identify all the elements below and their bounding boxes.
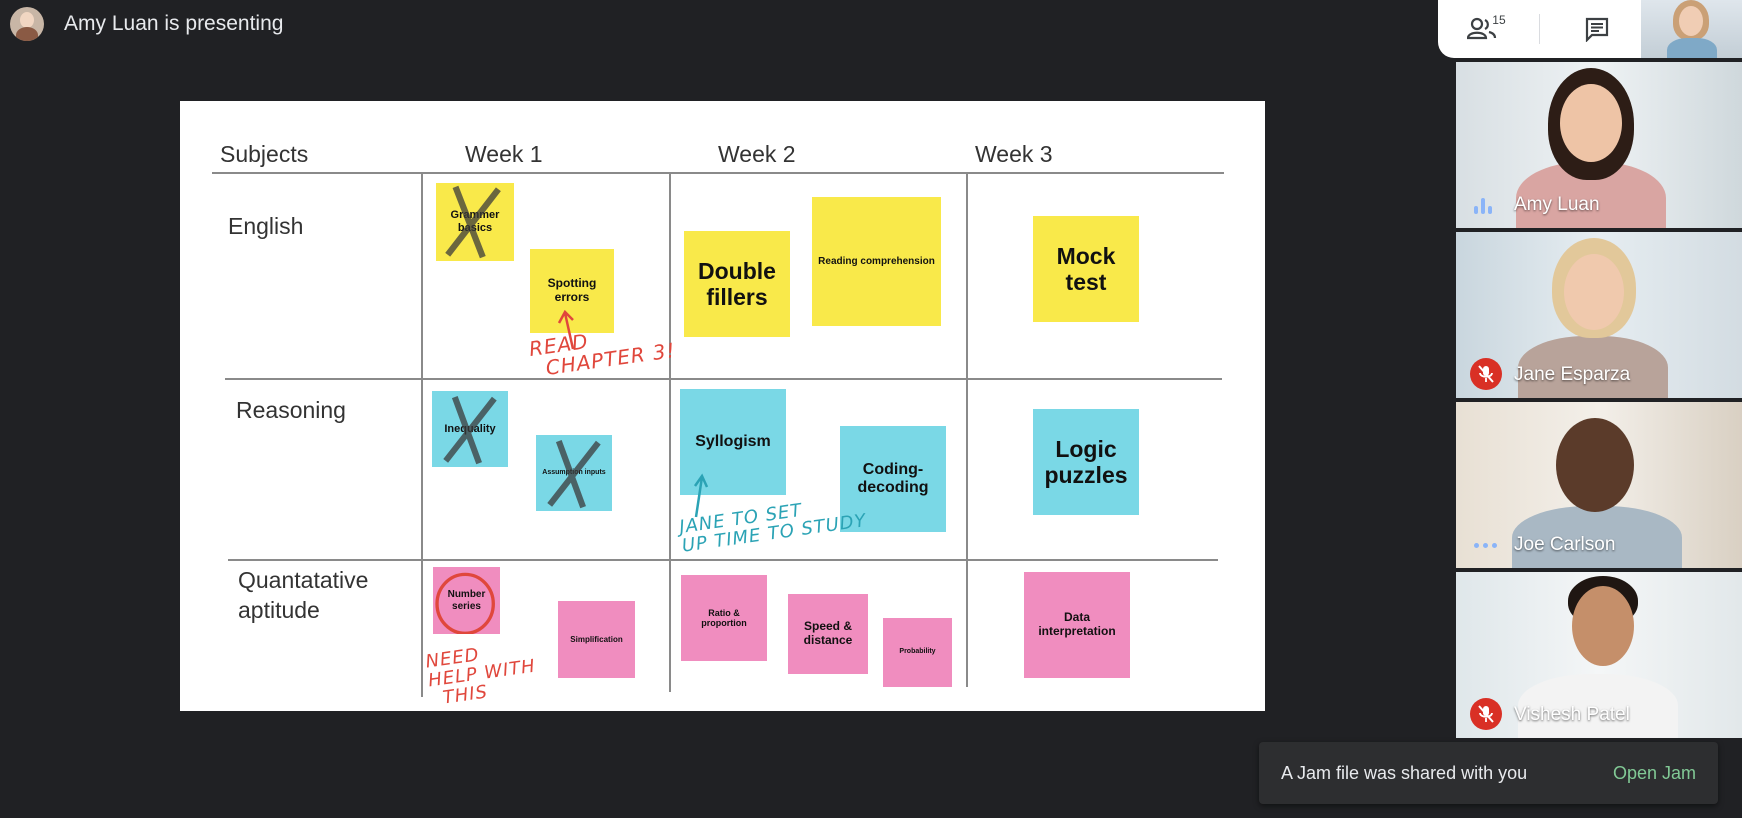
self-view-body [1667,38,1717,58]
note-text: Reading comprehension [818,255,935,267]
participant-body [1518,674,1678,738]
note-text: Probability [899,648,936,656]
people-count: 15 [1492,13,1506,27]
note-syllogism[interactable]: Syllogism [680,389,786,495]
open-jam-button[interactable]: Open Jam [1612,762,1696,783]
note-text: Coding-decoding [857,460,929,496]
grid-line [669,172,671,692]
note-text: Double fillers [698,257,776,310]
participant-face [1556,418,1634,512]
people-button[interactable]: 15 [1452,9,1512,49]
self-view-face [1679,6,1703,36]
note-text: Logic puzzles [1044,435,1128,488]
self-view-thumbnail[interactable] [1641,0,1742,58]
mic-off-icon [1470,358,1502,390]
participant-body [1512,506,1682,568]
presenter-label: Amy Luan is presenting [64,12,284,35]
people-icon [1466,17,1496,40]
participant-tile[interactable]: Vishesh Patel [1456,572,1742,738]
note-text: Inequality [444,422,496,435]
arrow-annotation [693,473,709,518]
header-week3: Week 3 [975,141,1053,167]
note-double-fillers[interactable]: Double fillers [684,231,790,337]
note-probability[interactable]: Probability [883,618,952,687]
note-inequality[interactable]: Inequality [432,391,508,467]
note-ratio-proportion[interactable]: Ratio & proportion [681,575,767,661]
top-controls-panel: 15 [1438,0,1641,58]
more-options-icon [1474,543,1497,548]
grid-line [212,172,1224,174]
chat-button[interactable] [1567,9,1627,49]
participant-face [1564,254,1624,330]
note-text: Data interpretation [1038,610,1116,638]
grid-line [228,559,1218,561]
participant-face [1572,586,1634,666]
header-week2: Week 2 [718,141,796,167]
participant-tile[interactable]: Jane Esparza [1456,232,1742,398]
participant-tile[interactable]: Joe Carlson [1456,402,1742,568]
note-coding-decoding[interactable]: Coding-decoding [840,426,946,532]
note-text: Number series [447,589,486,612]
participant-name: Joe Carlson [1514,534,1616,555]
grid-line [966,172,968,687]
notification-message: A Jam file was shared with you [1281,762,1528,783]
note-mock-test[interactable]: Mock test [1033,216,1139,322]
note-text: Ratio & proportion [701,607,747,628]
note-number-series[interactable]: Number series [433,567,500,634]
note-text: Mock test [1056,242,1116,295]
note-data-interpretation[interactable]: Data interpretation [1024,572,1130,678]
note-text: Speed & distance [803,619,853,647]
participant-name: Jane Esparza [1514,364,1631,385]
row-quant-line1: Quantatative [238,567,369,593]
grid-line [421,172,423,697]
presenter-bar: Amy Luan is presenting [10,6,283,42]
mic-off-icon [1470,698,1502,730]
note-assumption-inputs[interactable]: Assumption inputs [536,435,612,511]
note-text: Assumption inputs [542,468,606,476]
note-speed-distance[interactable]: Speed & distance [788,594,868,674]
note-logic-puzzles[interactable]: Logic puzzles [1033,409,1139,515]
note-reading-comprehension[interactable]: Reading comprehension [812,197,941,326]
jamboard-screen-share: Subjects Week 1 Week 2 Week 3 English Re… [180,101,1265,711]
arrow-annotation [557,309,575,350]
header-week1: Week 1 [465,141,543,167]
note-grammar-basics[interactable]: Grammer basics [436,183,514,261]
row-quant-line2: aptitude [238,597,320,623]
note-text: Grammer basics [450,209,500,234]
participant-face [1560,84,1622,162]
header-subjects: Subjects [220,141,309,167]
row-english: English [228,213,304,239]
jam-shared-notification: A Jam file was shared with you Open Jam [1259,742,1718,804]
note-text: Spotting errors [547,276,597,304]
participant-name: Amy Luan [1514,194,1600,215]
chat-icon [1586,17,1609,42]
grid-line [225,378,1222,380]
participant-name: Vishesh Patel [1514,704,1630,725]
participant-body [1518,336,1668,398]
note-text: Simplification [570,634,623,644]
participant-tile[interactable]: Amy Luan [1456,62,1742,228]
note-text: Syllogism [695,432,771,450]
annotation-need-help: NEED HELP WITH THIS [424,639,540,710]
note-simplification[interactable]: Simplification [558,601,635,678]
speaking-indicator-icon [1474,196,1492,214]
divider [1538,14,1540,44]
row-reasoning: Reasoning [236,397,346,423]
presenter-avatar [10,7,44,41]
